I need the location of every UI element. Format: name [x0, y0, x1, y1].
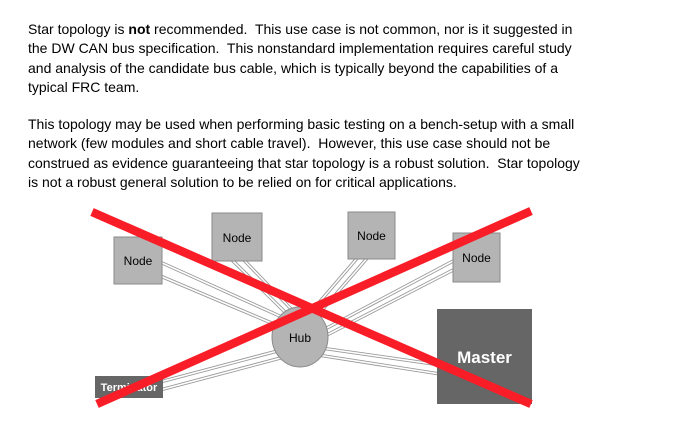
node-1: Node [113, 236, 163, 285]
node-label: Node [124, 254, 153, 268]
red-cross-line-2 [95, 207, 533, 408]
paragraph-bench-testing: This topology may be used when performin… [28, 115, 673, 192]
text-line: typical FRC team. [28, 78, 140, 95]
text-line: network (few modules and short cable tra… [28, 135, 551, 152]
body-text: Star topology is not recommended. This u… [28, 20, 673, 192]
node-box [113, 236, 163, 285]
node-label: Node [223, 231, 252, 245]
node-box [347, 211, 396, 260]
wire-pair-terminator-hub [159, 347, 289, 392]
master-label: Master [457, 348, 512, 367]
text-line: This topology may be used when performin… [28, 116, 575, 133]
node-label: Node [462, 251, 491, 265]
wire-pair-node1-hub [157, 260, 285, 329]
text-line: Star topology is not recommended. This u… [28, 20, 673, 39]
node-3: Node [347, 211, 396, 260]
hub-label: Hub [289, 331, 311, 345]
text-segment: Star topology is [28, 21, 129, 37]
text-line: is not a robust general solution to be r… [28, 174, 457, 191]
master: Master [437, 309, 532, 404]
paragraph-star-topology-warning: Star topology is not recommended. This u… [28, 20, 673, 97]
not-recommended-cross [90, 207, 533, 408]
text-segment: recommended. This use case is not common… [150, 21, 573, 37]
node-label: Node [357, 229, 386, 243]
text-line: construed as evidence guaranteeing that … [28, 154, 580, 171]
text-line: and analysis of the candidate bus cable,… [28, 59, 558, 76]
node-2: Node [211, 212, 263, 262]
text-segment-bold-not: not [128, 21, 151, 37]
text-line: the DW CAN bus specification. This nonst… [28, 40, 572, 57]
wire-pair-master-hub [317, 346, 441, 376]
node-box [211, 212, 263, 262]
bus-wires [157, 254, 456, 392]
